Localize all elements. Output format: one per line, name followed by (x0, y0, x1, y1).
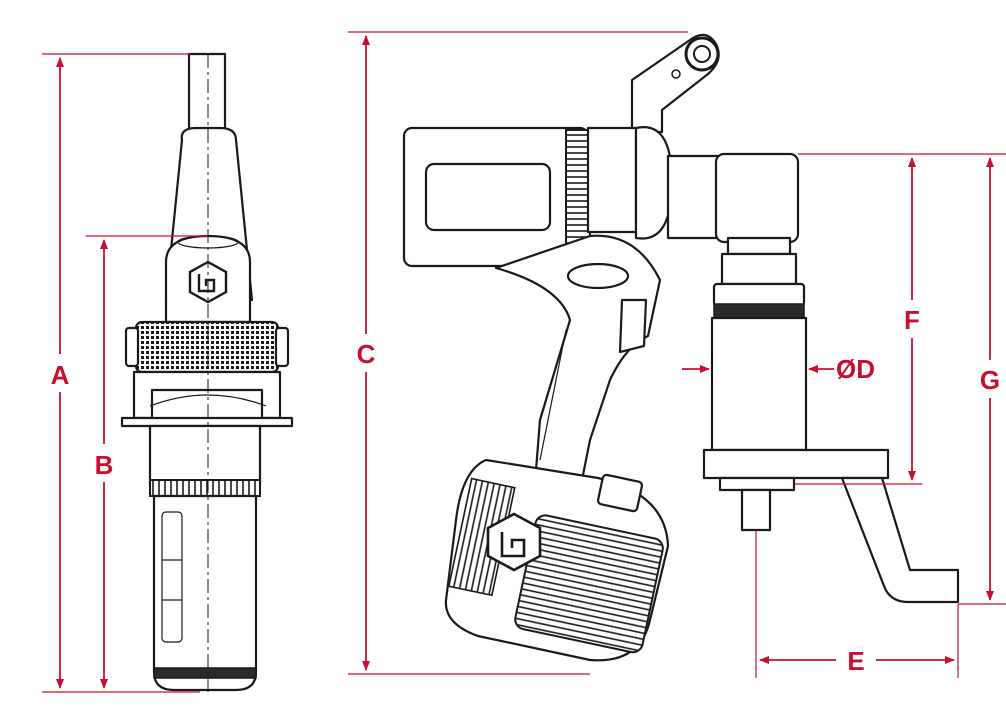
dimension-a: A (42, 53, 200, 693)
battery-front (152, 494, 258, 692)
motor-window (424, 162, 552, 232)
spindle-ring-1 (720, 252, 798, 286)
motor-collar (586, 126, 638, 234)
head-collar (726, 236, 792, 256)
dimension-c: C (348, 31, 688, 675)
spindle-band (713, 303, 805, 319)
spindle-ring-2 (712, 282, 806, 308)
right-angle-head (714, 152, 800, 244)
dimension-e-label: E (847, 646, 864, 676)
dimension-a-label: A (51, 360, 70, 390)
battery-release (596, 473, 644, 513)
dimension-e: E (755, 530, 959, 678)
grip-top-button (566, 262, 630, 290)
brand-logo-icon (486, 512, 542, 572)
dimension-d-label: ØD (836, 354, 875, 384)
reaction-leg (840, 476, 960, 604)
trigger (618, 298, 648, 354)
knurled-ring (134, 320, 280, 374)
gearbox-neck (666, 154, 722, 240)
reaction-sleeve (710, 316, 808, 452)
square-drive-collar (718, 476, 796, 492)
battery-base (153, 667, 257, 679)
battery-ribs (514, 514, 664, 654)
side-view-tool (402, 33, 960, 662)
front-view-tool (120, 52, 294, 692)
dimension-c-label: C (357, 339, 376, 369)
reaction-arm-top (187, 52, 227, 136)
gearbox-dome (634, 126, 674, 240)
dimension-b: B (86, 235, 208, 689)
vent-ribs-front (149, 479, 261, 497)
dimension-g: G (958, 157, 1006, 605)
dimension-b-label: B (95, 450, 114, 480)
gear-arc (149, 394, 267, 407)
motor-housing-front (148, 424, 262, 488)
dimension-g-label: G (980, 365, 1000, 395)
mount-plate (120, 416, 294, 428)
ring-side-left (124, 326, 140, 368)
ring-side-right (274, 326, 290, 368)
dimension-f-label: F (904, 305, 920, 335)
battery-latch (161, 511, 183, 643)
handle-grip (494, 234, 662, 492)
grip-line (539, 329, 567, 461)
reaction-foot-plate (702, 448, 890, 480)
dimension-d: ØD (682, 354, 875, 384)
dimension-f: F (794, 153, 1006, 485)
square-drive (740, 488, 772, 532)
